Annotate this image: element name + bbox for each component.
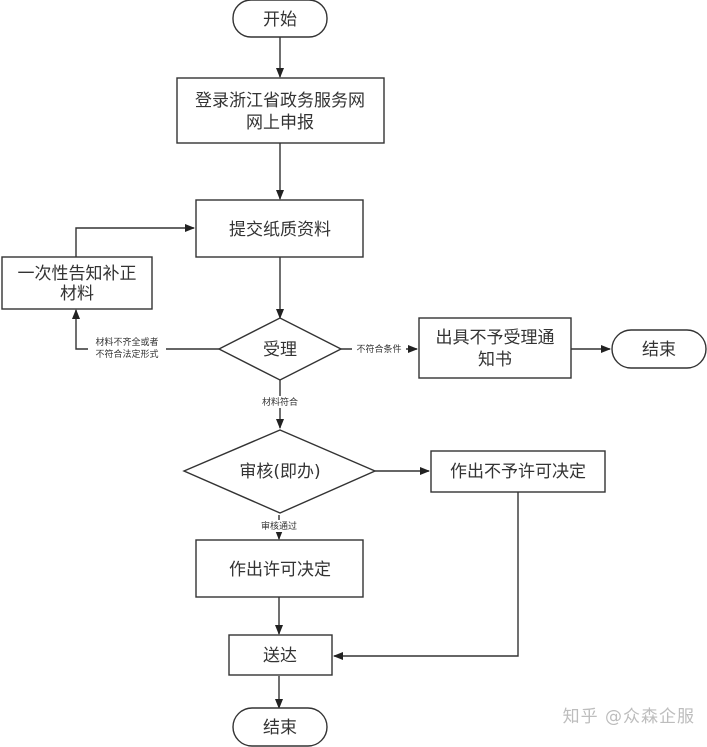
edge-accept-correction <box>72 309 219 350</box>
deny-decision-box <box>430 450 606 493</box>
submit-process-box <box>195 199 364 258</box>
incomplete-label-line1: 材料不齐全或者 <box>95 336 158 348</box>
login-process-box <box>176 77 385 144</box>
accept-label: 受理 <box>263 340 297 360</box>
end-terminal-bottom <box>232 707 328 747</box>
incomplete-label-line2: 不符合法定形式 <box>95 348 158 360</box>
not-qualified-label-bg <box>352 343 406 355</box>
reject-notice-box <box>418 317 572 379</box>
edge-correction-submit <box>75 224 195 257</box>
permit-decision-box <box>195 539 364 598</box>
deny-decision-label: 作出不予许可决定 <box>450 462 586 482</box>
deliver-label: 送达 <box>263 646 297 666</box>
review-pass-label-bg <box>256 520 302 532</box>
edge-deny-deliver <box>333 492 519 660</box>
watermark: 知乎 @众森企服 <box>562 707 695 727</box>
end-right-label: 结束 <box>642 340 676 360</box>
materials-ok-label: 材料符合 <box>262 396 298 408</box>
not-qualified-label: 不符合条件 <box>356 343 401 355</box>
materials-ok-label-bg <box>257 396 303 408</box>
login-label-line1: 登录浙江省政务服务网 <box>195 91 365 111</box>
submit-label: 提交纸质资料 <box>229 220 331 240</box>
deliver-box <box>228 634 333 676</box>
start-label: 开始 <box>263 10 297 30</box>
review-label: 审核(即办) <box>239 462 320 482</box>
login-label-line2: 网上申报 <box>246 113 314 133</box>
end-bottom-label: 结束 <box>263 718 297 738</box>
start-terminal <box>232 0 328 38</box>
reject-notice-label-line2: 知书 <box>478 350 512 370</box>
permit-decision-label: 作出许可决定 <box>229 560 331 580</box>
correction-process-box <box>1 256 153 310</box>
accept-decision-diamond <box>217 317 343 381</box>
correction-label-line1: 一次性告知补正 <box>18 264 137 284</box>
review-decision-diamond <box>182 429 377 514</box>
reject-notice-label-line1: 出具不予受理通 <box>436 328 555 348</box>
end-terminal-right <box>611 329 707 369</box>
review-pass-label: 审核通过 <box>261 520 297 532</box>
correction-label-line2: 材料 <box>60 284 94 304</box>
incomplete-label-bg <box>88 336 166 362</box>
